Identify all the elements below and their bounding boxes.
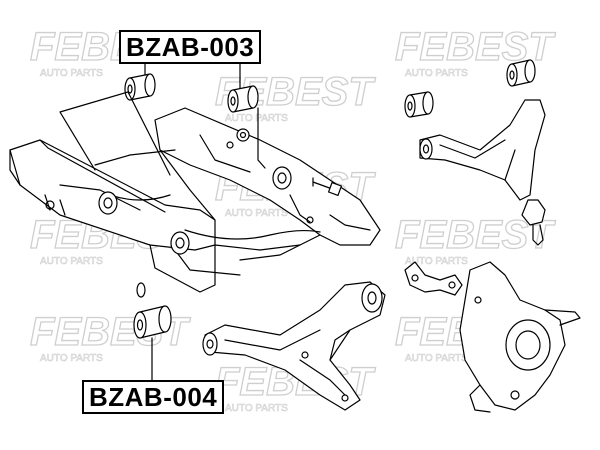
watermark-tagline: AUTO PARTS [405,68,468,79]
bushing-bzab-003-right [227,85,259,113]
upper-control-arm [419,99,546,246]
bracket [404,261,463,296]
leader-lines-003 [59,61,266,176]
mounting-bolt [312,177,343,197]
upper-arm-bushing-front [404,91,434,118]
watermark-tagline: AUTO PARTS [40,68,103,79]
subframe-bushing-top [272,166,292,190]
watermark-tagline: AUTO PARTS [405,256,468,267]
subframe-bushing-rear [170,231,190,255]
part-label-bzab-004: BZAB-004 [82,380,225,414]
nut [236,128,250,142]
watermark-tagline: AUTO PARTS [40,353,103,364]
watermark-tagline: AUTO PARTS [225,403,288,414]
bushing-bzab-004 [133,282,172,339]
upper-arm-bushing-rear [506,59,536,87]
steering-knuckle [459,261,581,413]
lower-control-arm [202,281,386,411]
watermark-tagline: AUTO PARTS [225,208,288,219]
subframe-bushing-front [98,191,118,215]
watermark-tagline: AUTO PARTS [225,113,288,124]
part-label-bzab-003: BZAB-003 [119,30,262,64]
watermark-tagline: AUTO PARTS [40,256,103,267]
watermark-tagline: AUTO PARTS [405,353,468,364]
bushing-bzab-003-left [124,73,156,101]
